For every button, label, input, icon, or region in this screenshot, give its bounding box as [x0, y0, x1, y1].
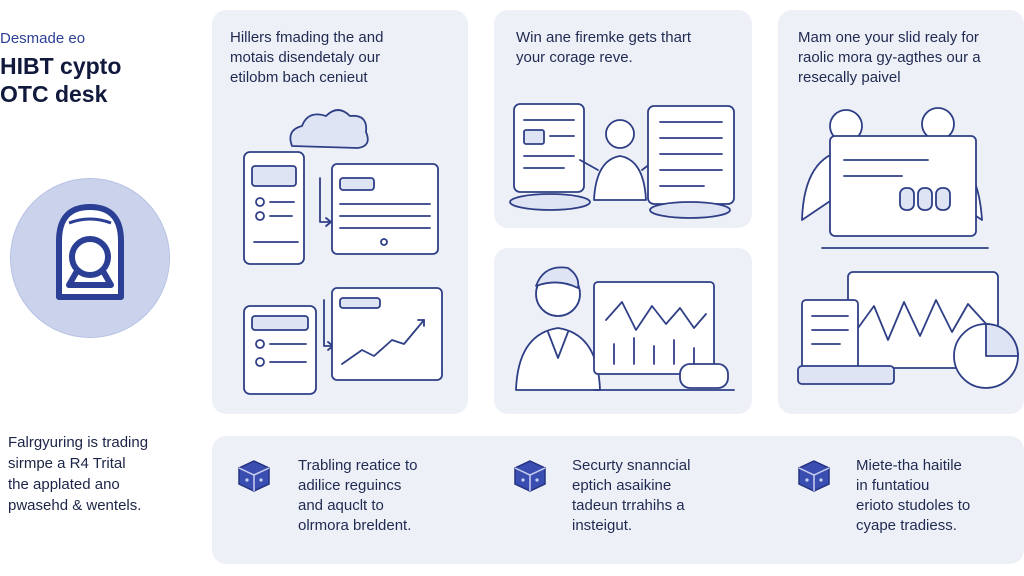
feature-text-line: olrmora breldent. — [298, 517, 412, 534]
panel-text-line: etilobm bach cenieut — [230, 69, 368, 86]
panel-firm-reach-text: Win ane firemke gets thart your corage r… — [516, 28, 691, 68]
panel-team-text: Mam one your slid realy for raolic mora … — [798, 28, 981, 88]
brand-eyebrow: Desmade eo — [0, 30, 86, 47]
side-description-line: sirmpe a R4 Trital — [8, 455, 126, 472]
feature-item-studies: Miete-tha haitile in funtatiou erioto st… — [856, 456, 970, 536]
feature-text-line: in funtatiou — [856, 477, 930, 494]
panel-firm-reach: Win ane firemke gets thart your corage r… — [494, 10, 752, 228]
report-sheet-icon — [647, 105, 735, 205]
feature-text-line: erioto studoles to — [856, 497, 971, 514]
cube-icon — [798, 460, 830, 492]
feature-text-line: tadeun trrahihs a — [572, 497, 685, 514]
analyst-illustration — [515, 266, 735, 391]
brand-title: HIBT cypto OTC desk — [0, 52, 121, 108]
feature-text-line: insteigut. — [572, 517, 633, 534]
growth-chart-icon — [331, 287, 443, 381]
panel-workflow: Hillers fmading the and motais disendeta… — [212, 10, 468, 414]
panel-text-line: Win ane firemke gets thart — [516, 29, 692, 46]
feature-text-line: Miete-tha haitile — [856, 457, 962, 474]
feature-text-line: adilice reguincs — [298, 477, 402, 494]
logo-badge — [10, 178, 170, 338]
side-description-line: pwasehd & wentels. — [8, 497, 142, 514]
document-icon — [513, 103, 585, 193]
panel-text-line: raolic mora gy-agthes our a — [798, 49, 981, 66]
panel-text-line: Mam one your slid realy for — [798, 29, 979, 46]
person-icon — [605, 119, 635, 149]
panel-workflow-text: Hillers fmading the and motais disendeta… — [230, 28, 383, 88]
presentation-board-icon — [829, 135, 977, 237]
feature-text-line: Securty snanncial — [572, 457, 691, 474]
feature-strip: Trabling reatice to adilice reguincs and… — [212, 436, 1024, 564]
panel-text-line: motais disendetaly our — [230, 49, 381, 66]
lock-emblem-icon — [56, 204, 124, 300]
advisor-illustration — [509, 103, 735, 219]
brand-title-line-1: HIBT cypto — [0, 53, 122, 79]
team-illustration — [797, 107, 1019, 389]
panel-text-line: Hillers fmading the and — [230, 29, 384, 46]
panel-analyst — [494, 248, 752, 414]
feature-item-security: Securty snanncial eptich asaikine tadeun… — [572, 456, 690, 536]
feature-text-line: cyape tradiess. — [856, 517, 957, 534]
panel-team: Mam one your slid realy for raolic mora … — [778, 10, 1024, 414]
brand-title-line-2: OTC desk — [0, 81, 108, 107]
cloud-icon — [289, 109, 369, 149]
side-description: Falrgyuring is trading sirmpe a R4 Trita… — [8, 432, 148, 516]
feature-text-line: and aquclt to — [298, 497, 384, 514]
panel-text-line: your corage reve. — [516, 49, 633, 66]
side-description-line: Falrgyuring is trading — [8, 434, 149, 451]
workflow-illustration — [243, 109, 443, 395]
feature-item-trading: Trabling reatice to adilice reguincs and… — [298, 456, 418, 536]
cube-icon — [514, 460, 546, 492]
cube-icon — [238, 460, 270, 492]
feature-text-line: eptich asaikine — [572, 477, 672, 494]
panel-text-line: resecally paivel — [798, 69, 901, 86]
feature-text-line: Trabling reatice to — [298, 457, 418, 474]
side-description-line: the applated ano — [8, 476, 120, 493]
